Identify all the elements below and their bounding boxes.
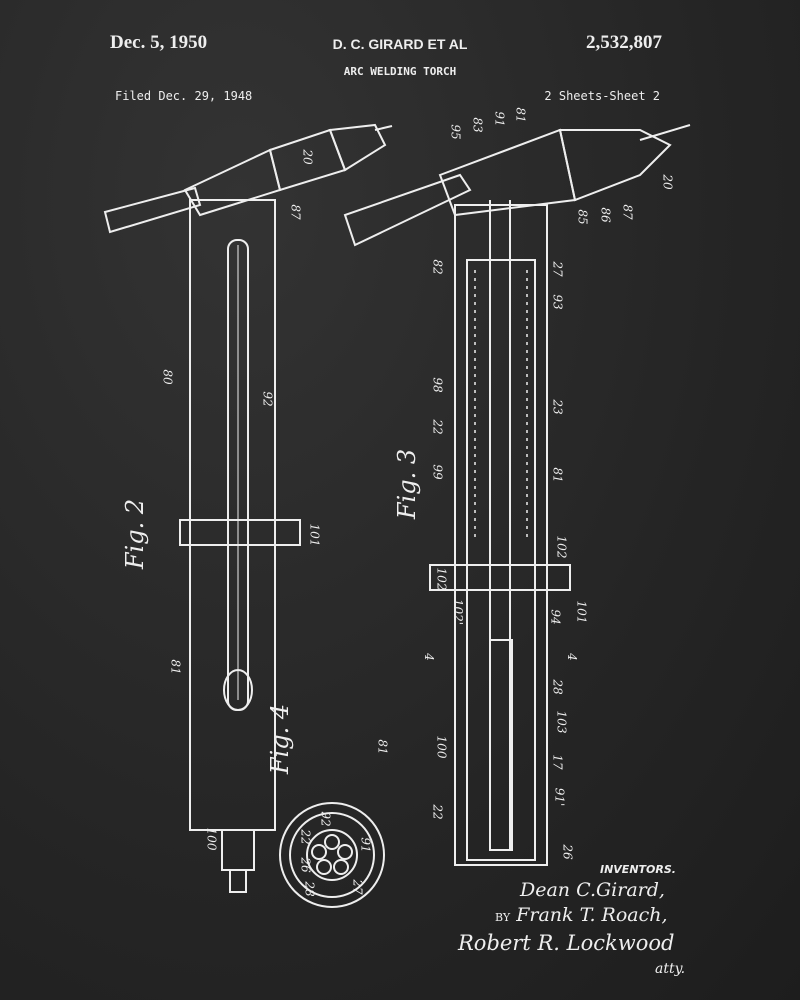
- ref-numeral: 17: [550, 754, 565, 770]
- fig2-label: Fig. 2: [121, 498, 150, 570]
- ref-numeral: 91: [358, 837, 373, 853]
- by-label: BY: [495, 911, 511, 924]
- ref-numeral: 20: [660, 174, 675, 190]
- ref-numeral: 100: [434, 735, 449, 759]
- section-marker: 4: [564, 653, 579, 661]
- fig3-coil: [474, 270, 528, 540]
- ref-numeral: 28: [550, 679, 565, 695]
- ref-numeral: 92: [318, 811, 333, 827]
- ref-numeral: 92: [260, 391, 275, 407]
- ref-numeral: 82: [430, 259, 445, 275]
- attorney-signature: Robert R. Lockwood: [458, 931, 675, 955]
- ref-numeral: 80: [160, 369, 175, 385]
- inventor-name-2: Frank T. Roach,: [516, 904, 668, 926]
- ref-numeral: 91: [492, 111, 507, 127]
- attorney-suffix: atty.: [655, 961, 686, 977]
- ref-numeral: 101: [574, 600, 589, 624]
- ref-numeral: 81: [375, 739, 390, 755]
- fig4-label: Fig. 4: [266, 703, 295, 775]
- ref-numeral: 100: [204, 827, 219, 851]
- patent-number: 2,532,807: [586, 32, 662, 53]
- ref-numeral: 99: [430, 464, 445, 480]
- fig4-cross-section: [279, 802, 385, 908]
- ref-numeral: 102': [451, 598, 466, 626]
- ref-numeral: 87: [620, 204, 635, 220]
- inventor-name-2-line: BY Frank T. Roach,: [495, 904, 668, 927]
- ref-numeral: 81: [513, 107, 528, 123]
- ref-numeral: 93: [550, 294, 565, 310]
- ref-numeral: 87: [288, 204, 303, 220]
- ref-numeral: 102: [434, 567, 449, 591]
- ref-numeral: 22: [430, 804, 445, 820]
- ref-numeral: 103: [554, 710, 569, 734]
- fig3-label: Fig. 3: [393, 448, 422, 520]
- fig2-torch: [103, 123, 393, 893]
- ref-numeral: 94: [548, 609, 563, 625]
- ref-numeral: 27: [550, 261, 565, 277]
- ref-numeral: 102: [554, 535, 569, 559]
- ref-numeral: 95: [448, 124, 463, 140]
- ref-numeral: 22: [430, 419, 445, 435]
- ref-numeral: 98: [430, 377, 445, 393]
- ref-numeral: 27: [350, 879, 365, 895]
- ref-numeral: 81: [168, 659, 183, 675]
- ref-numeral: 91': [552, 787, 567, 807]
- ref-numeral: 83: [470, 117, 485, 133]
- ref-numeral: 20: [300, 149, 315, 165]
- ref-numeral: 85: [575, 209, 590, 225]
- ref-numeral: 101: [307, 523, 322, 547]
- filed-date: Filed Dec. 29, 1948: [115, 89, 253, 103]
- ref-numeral: 26: [298, 857, 313, 873]
- inventor-name-1: Dean C.Girard,: [520, 879, 665, 901]
- fig3-torch-section: [343, 124, 691, 866]
- patent-date: Dec. 5, 1950: [110, 32, 208, 53]
- ref-numeral: 22: [298, 829, 313, 845]
- ref-numeral: 23: [550, 399, 565, 415]
- ref-numeral: 28: [302, 881, 317, 897]
- ref-numeral: 81: [550, 467, 565, 483]
- ref-numeral: 86: [598, 207, 613, 223]
- inventor-heading: D. C. GIRARD ET AL: [332, 36, 468, 52]
- patent-title: ARC WELDING TORCH: [343, 65, 457, 78]
- section-marker: 4: [421, 653, 436, 661]
- ref-numeral: 26: [560, 844, 575, 860]
- inventors-label: INVENTORS.: [600, 863, 676, 876]
- sheet-count: 2 Sheets-Sheet 2: [544, 89, 660, 103]
